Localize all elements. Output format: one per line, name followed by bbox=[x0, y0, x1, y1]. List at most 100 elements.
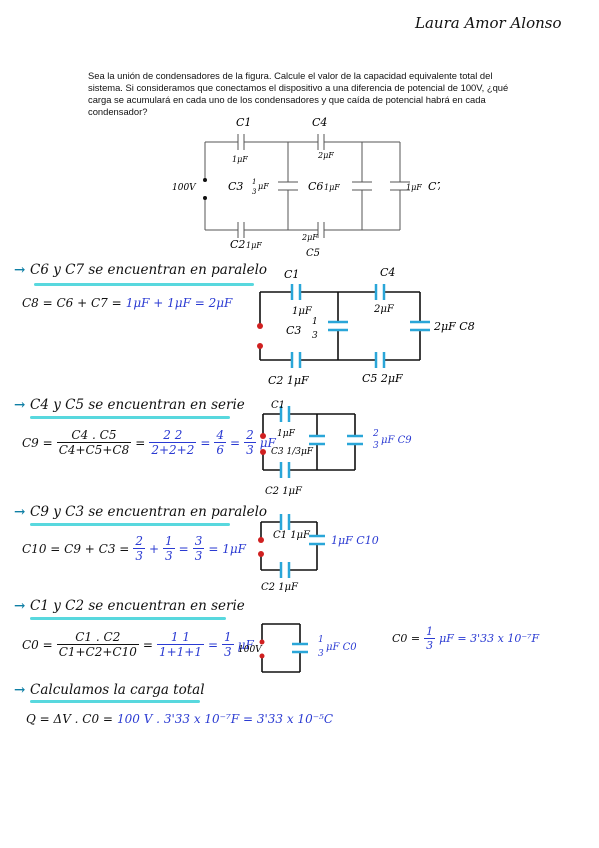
s1-c8v: 2μF C8 bbox=[433, 320, 475, 333]
s1-c5: C5 2μF bbox=[362, 372, 403, 385]
s1-c4v: 2μF bbox=[373, 304, 395, 315]
c1-label: C1 bbox=[236, 116, 251, 129]
s2-c3: C3 1/3μF bbox=[271, 447, 314, 457]
voltage-label: 100V bbox=[172, 183, 197, 193]
s4-c0full-d: 3 bbox=[426, 639, 434, 652]
s3-c2: C2 1μF bbox=[261, 582, 299, 593]
s2-c9: μF C9 bbox=[381, 435, 412, 446]
s4-c0full-lhs: C0 = bbox=[392, 632, 421, 645]
arrow-right-icon: → bbox=[14, 262, 31, 278]
s4-r: = bbox=[207, 637, 219, 652]
step5-heading-text: Calculamos la carga total bbox=[30, 682, 205, 698]
terminal-dot bbox=[203, 196, 207, 200]
s2-eq: = bbox=[135, 435, 146, 450]
s2-den: C4+C5+C8 bbox=[58, 443, 130, 457]
s3-lhs: C10 = C9 + C3 = bbox=[22, 541, 130, 556]
s4-rd: 3 bbox=[224, 645, 232, 659]
s1-c1: C1 bbox=[284, 268, 299, 281]
heading-highlight bbox=[30, 416, 230, 419]
c6-label: C6 bbox=[308, 180, 323, 193]
s2-num2: 2 2 bbox=[149, 428, 197, 443]
c5-label: C5 bbox=[306, 248, 320, 259]
s3-res: = 1μF bbox=[208, 541, 247, 556]
step3-heading: → C9 y C3 se encuentran en paralelo bbox=[14, 504, 267, 520]
s2-r2d: 3 bbox=[246, 443, 254, 457]
s2-num: C4 . C5 bbox=[56, 428, 132, 443]
c7-value: 1μF bbox=[406, 183, 422, 192]
s5-eq-rhs: 100 V . 3'33 x 10⁻⁷F = 3'33 x 10⁻⁵C bbox=[116, 712, 334, 726]
s2-lhs: C9 = bbox=[22, 435, 53, 450]
s5-eq-lhs: Q = ΔV . C0 = bbox=[26, 712, 113, 726]
step1-eq-rhs: 1μF + 1μF = 2μF bbox=[125, 296, 233, 310]
step1-equation: C8 = C6 + C7 = 1μF + 1μF = 2μF bbox=[22, 296, 232, 310]
s2-c9n: 2 bbox=[372, 429, 379, 439]
heading-highlight bbox=[30, 523, 230, 526]
s1-c4: C4 bbox=[380, 266, 395, 279]
s2-c2: C2 1μF bbox=[265, 486, 303, 497]
problem-statement: Sea la unión de condensadores de la figu… bbox=[88, 70, 509, 117]
step1-eq-lhs: C8 = C6 + C7 = bbox=[22, 296, 122, 310]
s2-r1: = bbox=[200, 435, 211, 450]
s2-c9d: 3 bbox=[373, 441, 379, 451]
s3-eq: = bbox=[178, 541, 189, 556]
step5-heading: → Calculamos la carga total bbox=[14, 682, 205, 698]
c6-value: 1μF bbox=[324, 183, 340, 192]
heading-highlight bbox=[34, 283, 254, 286]
s2-r1n: 4 bbox=[214, 428, 227, 443]
c3-value-den: 3 bbox=[252, 188, 257, 196]
c2-value: 1μF bbox=[246, 241, 262, 250]
c3-label: C3 bbox=[228, 180, 243, 193]
s3-t2d: 3 bbox=[165, 549, 173, 563]
c4-label: C4 bbox=[312, 116, 327, 129]
step4-heading-text: C1 y C2 se encuentran en serie bbox=[30, 598, 245, 614]
s3-c10: 1μF C10 bbox=[331, 534, 379, 547]
s4-c0d: 3 bbox=[318, 649, 324, 659]
c3-value-num: 1 bbox=[252, 178, 256, 186]
heading-highlight bbox=[30, 700, 200, 703]
s1-c2: C2 1μF bbox=[268, 374, 309, 387]
s4-unit: μF bbox=[237, 637, 254, 652]
s4-c0full-rhs: μF = 3'33 x 10⁻⁷F bbox=[439, 632, 540, 645]
s4-num: C1 . C2 bbox=[56, 630, 139, 645]
s4-c0full-n: 1 bbox=[424, 625, 436, 639]
s3-t1n: 2 bbox=[133, 534, 145, 549]
s1-c3v-n: 1 bbox=[312, 317, 318, 327]
s4-c0: μF C0 bbox=[326, 642, 357, 653]
main-circuit-diagram: C1 1μF C4 2μF 100V C3 1 3 μF C6 1μF 1μF … bbox=[172, 116, 440, 259]
arrow-right-icon: → bbox=[14, 682, 31, 698]
step5-equation: Q = ΔV . C0 = 100 V . 3'33 x 10⁻⁷F = 3'3… bbox=[26, 712, 333, 726]
s3-t3d: 3 bbox=[194, 549, 203, 563]
s4-voltage: 100V bbox=[238, 645, 263, 655]
arrow-right-icon: → bbox=[14, 504, 31, 520]
step2-circuit: C1 1μF C3 1/3μF C2 1μF 2 3 μF C9 bbox=[260, 400, 412, 497]
s3-t2n: 1 bbox=[163, 534, 175, 549]
step2-heading: → C4 y C5 se encuentran en serie bbox=[14, 397, 245, 413]
c7-label: C7 bbox=[428, 180, 440, 193]
terminal-dot bbox=[203, 178, 207, 182]
s3-t1d: 3 bbox=[135, 549, 143, 563]
s3-t3n: 3 bbox=[192, 534, 205, 549]
step1-heading-text: C6 y C7 se encuentran en paralelo bbox=[30, 262, 268, 278]
c2-label: C2 bbox=[230, 238, 245, 251]
c3-value-unit: μF bbox=[258, 182, 269, 191]
s3-c1: C1 1μF bbox=[273, 530, 311, 541]
s4-eq: = bbox=[142, 637, 153, 652]
s4-lhs: C0 = bbox=[22, 637, 53, 652]
heading-highlight bbox=[30, 617, 226, 620]
s3-plus: + bbox=[148, 541, 160, 556]
s2-unit: μF bbox=[259, 435, 276, 450]
author-name: Laura Amor Alonso bbox=[415, 14, 562, 32]
c5-value: 2μF bbox=[301, 233, 318, 242]
step1-circuit: C1 1μF C4 2μF C3 1 3 2μF C8 C2 1μF C5 2μ… bbox=[257, 266, 475, 387]
s2-r2n: 2 bbox=[244, 428, 256, 443]
s2-den2: 2+2+2 bbox=[151, 443, 195, 457]
step2-heading-text: C4 y C5 se encuentran en serie bbox=[30, 397, 245, 413]
step3-heading-text: C9 y C3 se encuentran en paralelo bbox=[30, 504, 268, 520]
step3-circuit: C1 1μF C2 1μF 1μF C10 bbox=[258, 514, 379, 593]
arrow-right-icon: → bbox=[14, 397, 31, 413]
step4-circuit: 100V 1 3 μF C0 bbox=[238, 623, 357, 673]
s1-c3v-d: 3 bbox=[312, 331, 318, 341]
